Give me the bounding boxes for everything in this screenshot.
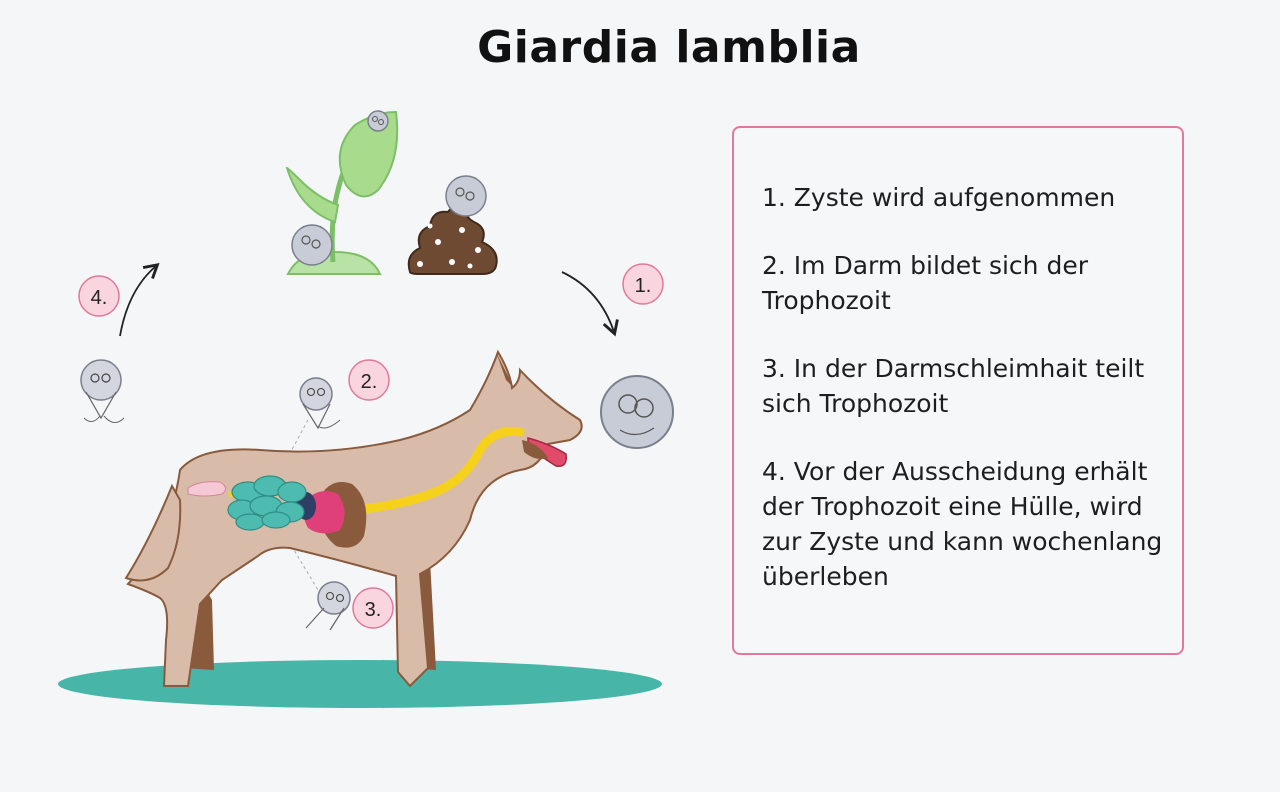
step-text-4: 4. Vor der Ausscheidung erhält der Troph… <box>762 457 1163 591</box>
step-text-1: 1. Zyste wird aufgenommen <box>762 183 1116 212</box>
trophozoite-icon <box>80 359 125 423</box>
cyst-icon <box>367 110 389 132</box>
step-badge-label: 3. <box>365 599 382 621</box>
cyst-icon <box>600 375 674 449</box>
dog-illustration <box>124 349 583 688</box>
step-badge-4: 4. <box>78 275 120 317</box>
step-text-2: 2. Im Darm bildet sich der Trophozoit <box>762 251 1088 315</box>
step-badge-label: 1. <box>635 275 652 297</box>
steps-panel: 1. Zyste wird aufgenommen 2. Im Darm bil… <box>732 126 1184 655</box>
step-text-3: 3. In der Darmschleimhait teilt sich Tro… <box>762 354 1145 418</box>
step-badge-label: 2. <box>361 371 378 393</box>
poop-icon <box>407 200 498 275</box>
step-badge-1: 1. <box>622 263 664 305</box>
arrow-icon <box>119 262 160 337</box>
step-badge-label: 4. <box>91 287 108 309</box>
lifecycle-illustration: 1. 2. 3. 4. <box>58 110 674 708</box>
cyst-icon <box>445 175 487 217</box>
plant-icon <box>285 110 399 275</box>
step-badge-3: 3. <box>352 587 394 629</box>
trophozoite-icon <box>305 581 351 631</box>
trophozoite-icon <box>299 377 341 430</box>
cyst-icon <box>291 224 333 266</box>
arrow-icon <box>561 271 619 337</box>
page-title: Giardia lamblia <box>477 22 861 73</box>
steps-list: 1. Zyste wird aufgenommen 2. Im Darm bil… <box>762 180 1174 627</box>
step-badge-2: 2. <box>348 359 390 401</box>
ground-ellipse <box>58 660 662 708</box>
